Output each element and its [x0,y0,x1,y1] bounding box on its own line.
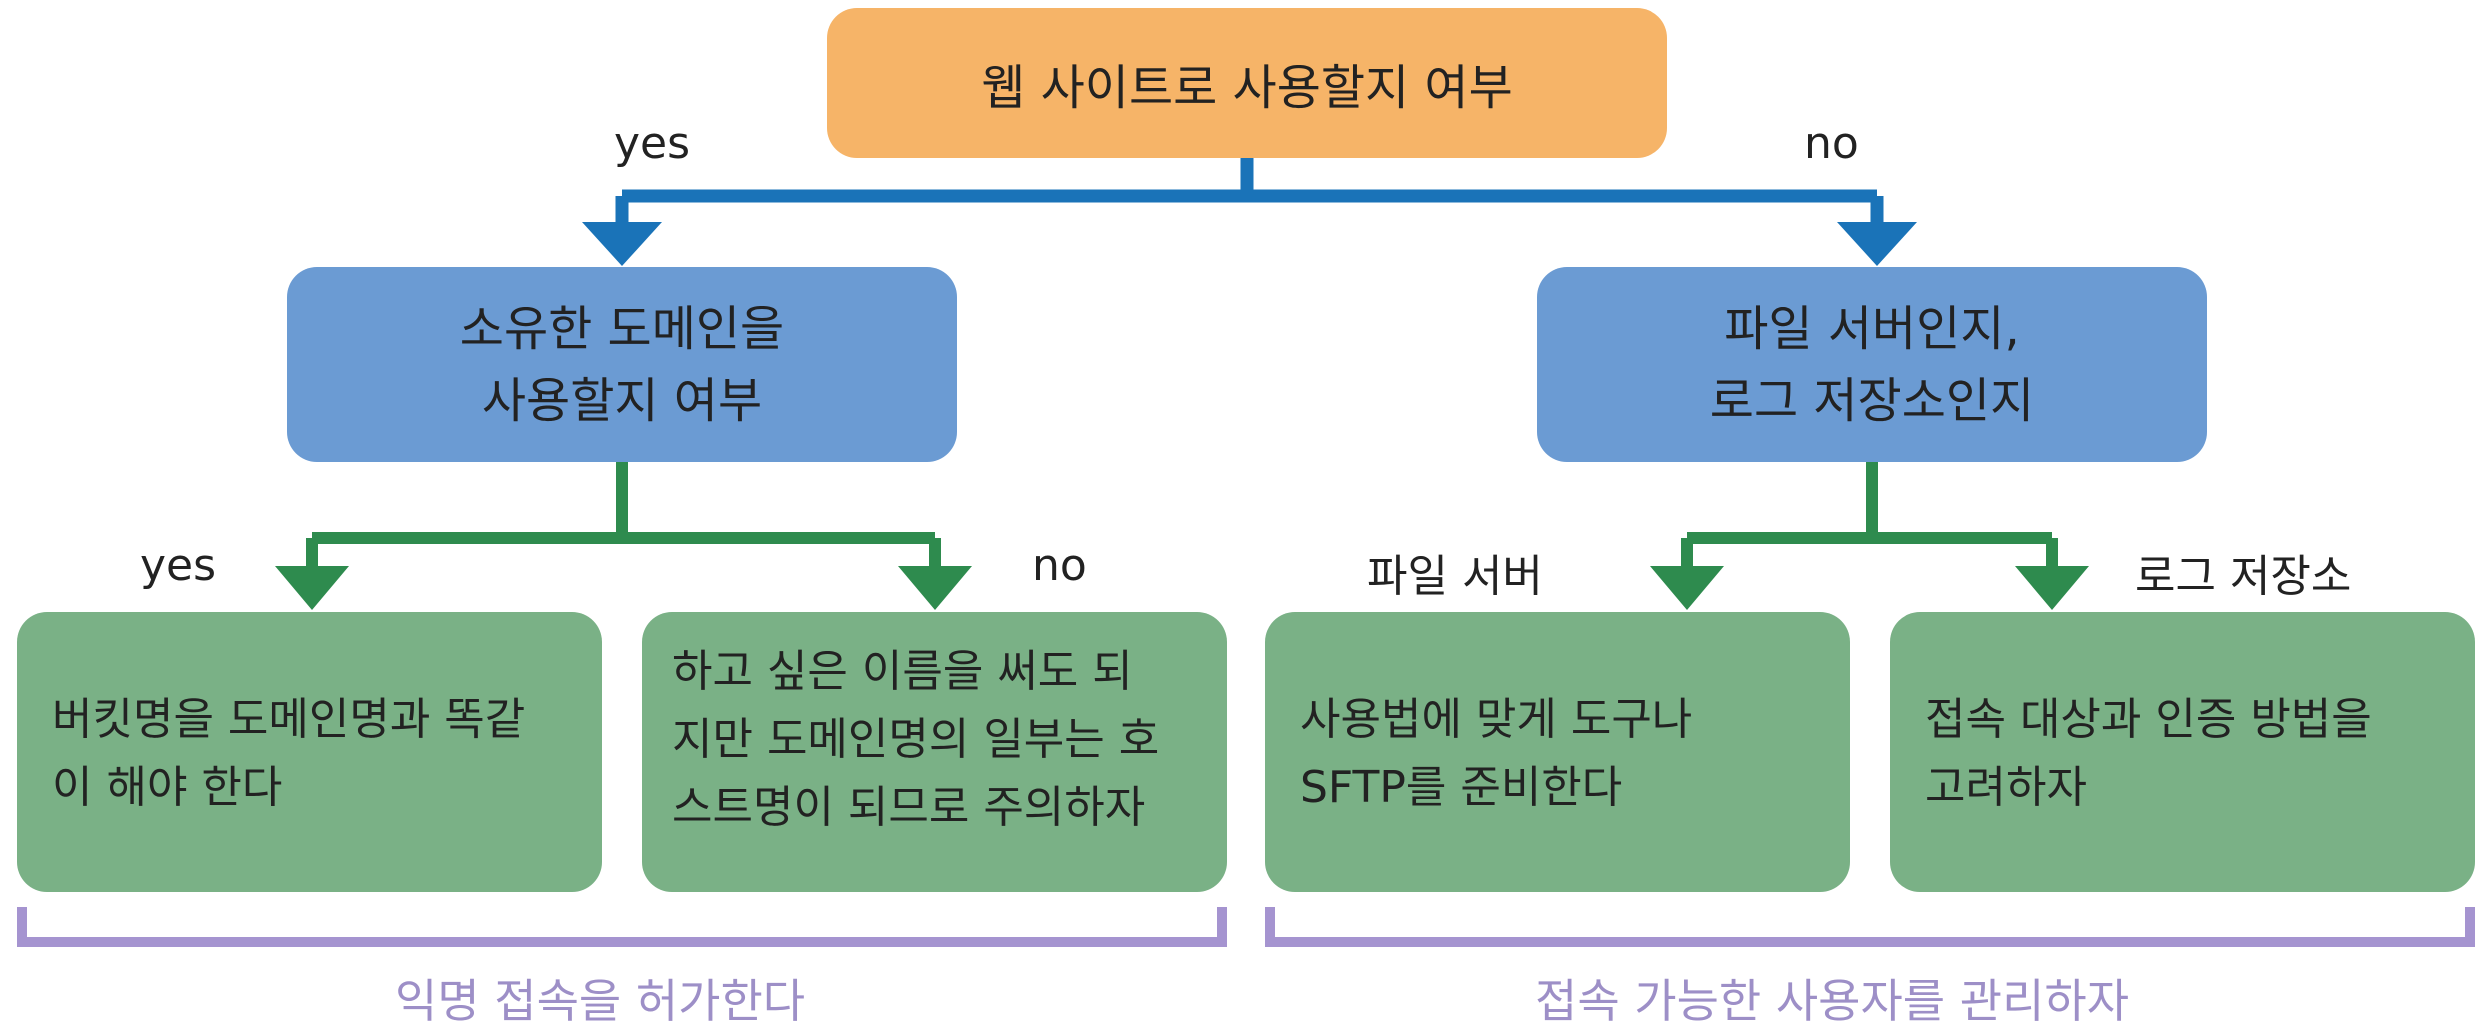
leaf-text-line: 이 해야 한다 [52,762,283,813]
root-connector [582,158,1917,266]
domain-decision-line1: 소유한 도메인을 [459,300,785,357]
leaf-text-line: SFTP를 준비한다 [1300,762,1623,813]
left-bracket [17,907,1227,947]
domain-decision-node: 소유한 도메인을 사용할지 여부 [287,267,957,462]
left-connector [275,462,972,610]
arrow-down-icon [582,222,662,266]
leaf-text-line: 스트명이 되므로 주의하자 [672,782,1146,833]
domain-decision-line2: 사용할지 여부 [481,372,763,429]
leaf-any-name-caution: 하고 싶은 이름을 써도 되 지만 도메인명의 일부는 호 스트명이 되므로 주… [642,612,1227,892]
edge-label-file-server: 파일 서버 [1367,551,1543,602]
leaf-text-line: 고려하자 [1925,762,2087,813]
arrow-down-icon [1837,222,1917,266]
leaf-consider-auth-method: 접속 대상과 인증 방법을 고려하자 [1890,612,2475,892]
arrow-down-icon [275,566,349,610]
edge-label-log-storage: 로그 저장소 [2135,551,2352,602]
arrow-down-icon [898,566,972,610]
arrow-down-icon [1650,566,1724,610]
arrow-down-icon [2015,566,2089,610]
leaf-prepare-sftp-tools: 사용법에 맞게 도구나 SFTP를 준비한다 [1265,612,1850,892]
server-type-line2: 로그 저장소인지 [1709,372,2035,429]
right-connector [1650,462,2089,610]
leaf-text-line: 하고 싶은 이름을 써도 되 [672,646,1133,697]
leaf-bucket-name-same-as-domain: 버킷명을 도메인명과 똑같 이 해야 한다 [17,612,602,892]
bracket-label-manage-users: 접속 가능한 사용자를 관리하자 [1535,974,2130,1028]
right-bracket [1265,907,2475,947]
root-node-text: 웹 사이트로 사용할지 여부 [981,60,1513,116]
leaf-text-line: 지만 도메인명의 일부는 호 [672,714,1160,765]
leaf-text-line: 접속 대상과 인증 방법을 [1925,694,2372,745]
server-type-decision-node: 파일 서버인지, 로그 저장소인지 [1537,267,2207,462]
edge-label-no: no [1804,118,1859,169]
bracket-label-anonymous-access: 익명 접속을 허가한다 [395,974,806,1028]
server-type-line1: 파일 서버인지, [1724,300,2020,357]
leaf-text-line: 사용법에 맞게 도구나 [1300,694,1693,745]
edge-label-no: no [1032,540,1087,591]
edge-label-yes: yes [140,540,217,591]
edge-label-yes: yes [614,118,691,169]
root-node: 웹 사이트로 사용할지 여부 [827,8,1667,158]
leaf-text-line: 버킷명을 도메인명과 똑같 [52,694,526,745]
